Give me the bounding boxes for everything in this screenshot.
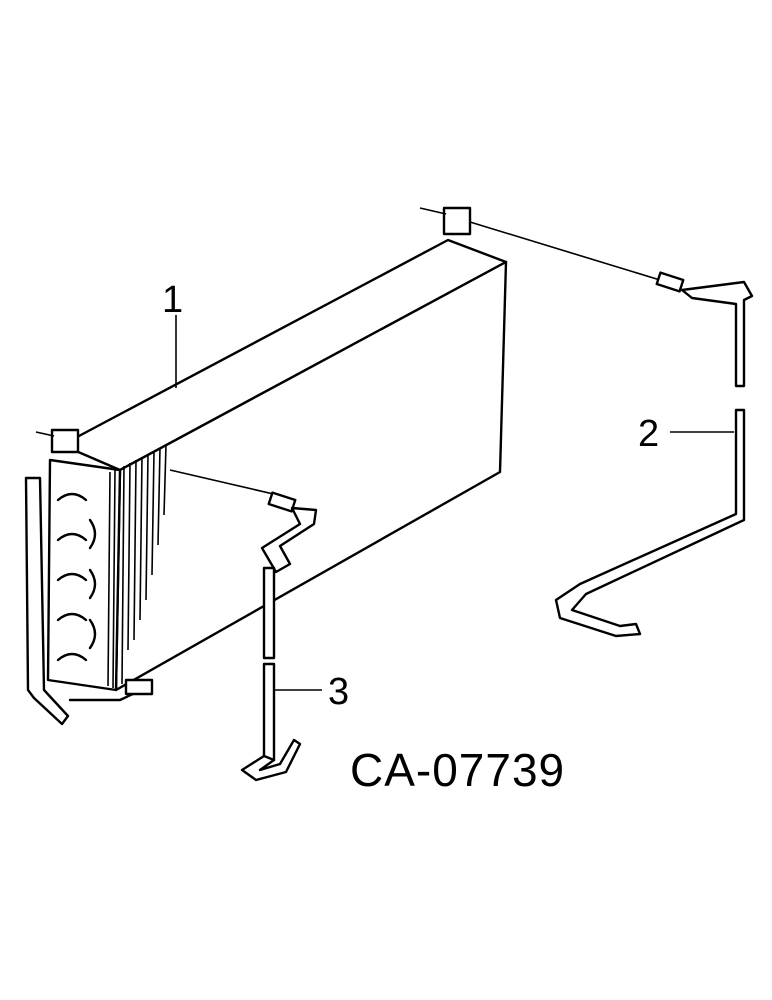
tube-assembly-2: [554, 271, 754, 638]
fin-hatching: [107, 444, 167, 689]
mount-bracket-right: [442, 206, 472, 236]
manifold-tube: [24, 476, 70, 726]
callout-2: 2: [638, 413, 659, 455]
outlet-fitting: [124, 678, 154, 696]
tube-assembly-3: [240, 491, 318, 782]
mount-bracket-left: [50, 428, 80, 454]
end-tube-bends: [56, 492, 97, 662]
figure-id: CA-07739: [350, 744, 565, 796]
leader-lines: [169, 221, 734, 691]
evaporator-core: [24, 206, 508, 726]
callout-1: 1: [162, 279, 183, 321]
callout-3: 3: [328, 671, 349, 713]
